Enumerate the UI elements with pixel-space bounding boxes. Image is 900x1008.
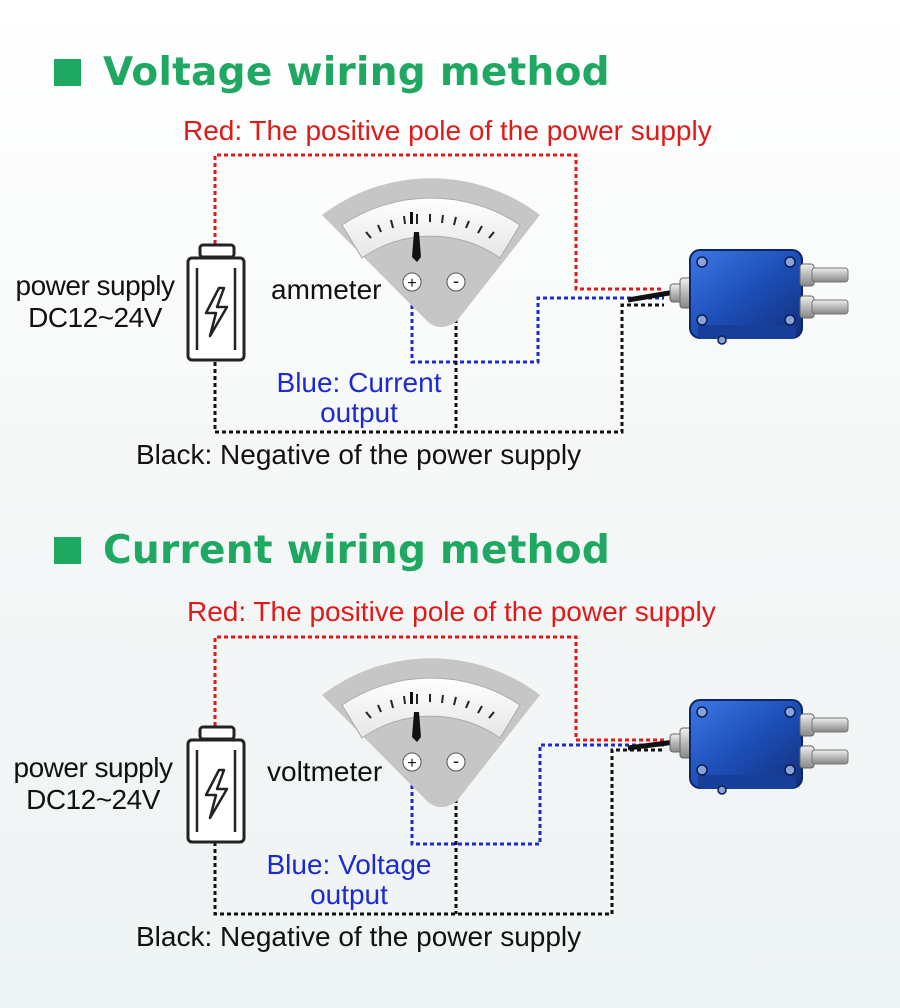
blue-wire-label: Blue: Current output (262, 368, 456, 428)
blue-wire-label: Blue: Voltage output (252, 850, 446, 910)
section-heading: Voltage wiring method (54, 49, 610, 95)
blue-label-line2: output (310, 879, 388, 910)
heading-square-icon (54, 536, 81, 564)
blue-wire (410, 743, 664, 846)
section-title: Current wiring method (103, 527, 611, 573)
black-wire-label: Black: Negative of the power supply (136, 921, 582, 952)
power-supply-name: power supply (15, 270, 175, 301)
sensor-cable (627, 289, 676, 303)
blue-label-line1: Blue: Current (276, 367, 442, 398)
wiring-diagram: + - (186, 635, 849, 916)
black-wire-label: Black: Negative of the power supply (136, 439, 582, 470)
power-supply-label: power supply DC12~24V (2, 752, 184, 816)
blue-label-line2: output (320, 397, 398, 428)
analog-meter-icon: + - (322, 658, 540, 807)
power-supply-voltage: DC12~24V (26, 784, 160, 815)
blue-wire (410, 296, 664, 364)
red-wire-label: Red: The positive pole of the power supp… (183, 115, 712, 146)
lightning-icon (204, 768, 229, 820)
meter-label: voltmeter (267, 756, 383, 787)
power-supply-label: power supply DC12~24V (4, 270, 186, 334)
blue-label-line1: Blue: Voltage (266, 849, 432, 880)
power-supply-voltage: DC12~24V (28, 302, 162, 333)
wiring-diagram: + - (186, 153, 849, 434)
section-heading: Current wiring method (54, 527, 611, 573)
red-wire-label: Red: The positive pole of the power supp… (187, 596, 716, 627)
analog-meter-icon: + - (322, 178, 540, 327)
red-wire (213, 635, 664, 742)
meter-label: ammeter (271, 274, 382, 305)
sensor-cable (627, 739, 676, 751)
battery-icon (186, 243, 246, 362)
plus-terminal-label: + (407, 275, 416, 292)
power-supply-name: power supply (13, 752, 173, 783)
plus-terminal-label: + (407, 755, 416, 772)
pressure-transmitter-icon (669, 699, 849, 795)
heading-square-icon (54, 58, 81, 86)
wiring-section-voltage: Voltage wiring method (0, 0, 900, 480)
wiring-section-current: Current wiring method (0, 480, 900, 960)
section-title: Voltage wiring method (103, 49, 610, 95)
lightning-icon (204, 286, 229, 338)
minus-terminal-label: - (453, 751, 459, 771)
pressure-transmitter-icon (669, 249, 849, 345)
battery-icon (186, 725, 246, 844)
minus-terminal-label: - (453, 271, 459, 291)
red-wire (213, 153, 664, 291)
